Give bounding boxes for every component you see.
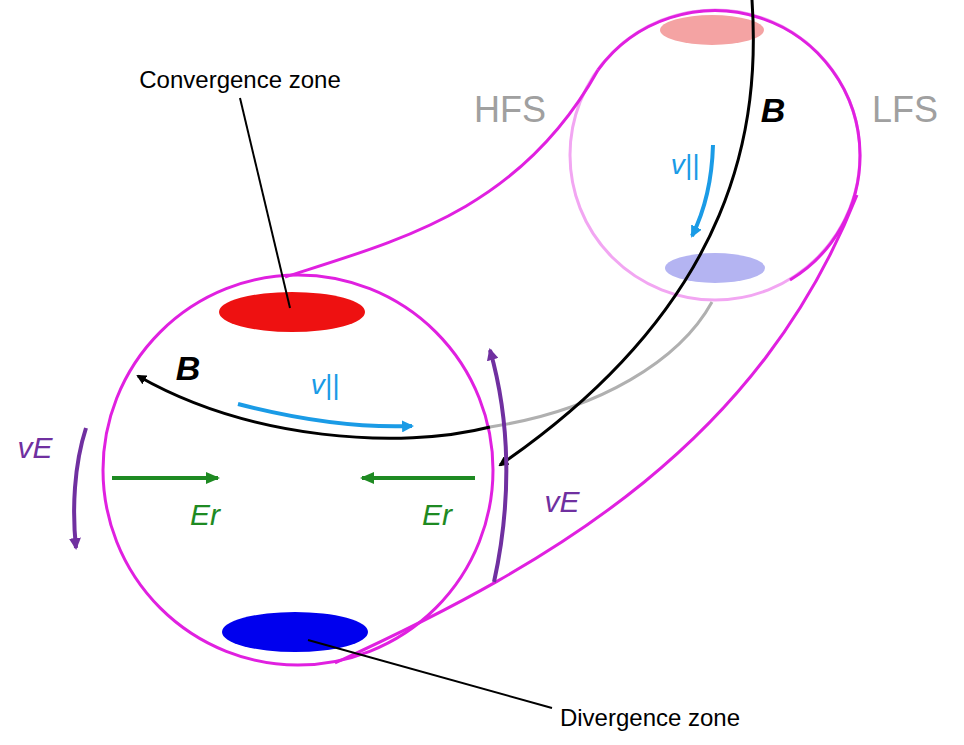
convergence-zone (219, 292, 365, 332)
flux-surface-front (598, 11, 860, 280)
flow-label: v|| (311, 371, 340, 399)
side-label: HFS (474, 92, 546, 128)
flow-label: vE (17, 433, 52, 463)
side-label: LFS (872, 92, 938, 128)
electric-field-arrow (362, 476, 475, 480)
leader-line (308, 640, 552, 708)
tube-outline (285, 70, 598, 277)
flux-surface (103, 275, 493, 665)
field-label: Er (190, 500, 220, 530)
zone-label: Divergence zone (560, 706, 740, 730)
parallel-flow-arrow (238, 404, 412, 426)
zone-label: Convergence zone (139, 68, 340, 92)
field-line-hidden (490, 302, 712, 427)
flow-label: vE (544, 487, 579, 517)
exb-flow-arrow (490, 350, 506, 582)
field-line (500, 0, 753, 465)
flow-label: v|| (671, 151, 700, 179)
tube-outline (335, 195, 857, 663)
leader-line (240, 98, 290, 308)
field-label: B (176, 351, 201, 385)
electric-field-arrow (112, 476, 218, 480)
divergence-zone-far (665, 253, 765, 283)
field-label: B (761, 93, 786, 127)
field-label: Er (422, 500, 452, 530)
flux-surface-back (570, 10, 860, 300)
exb-flow-arrow (74, 428, 86, 548)
convergence-zone-far (660, 15, 764, 45)
divergence-zone (222, 612, 368, 652)
